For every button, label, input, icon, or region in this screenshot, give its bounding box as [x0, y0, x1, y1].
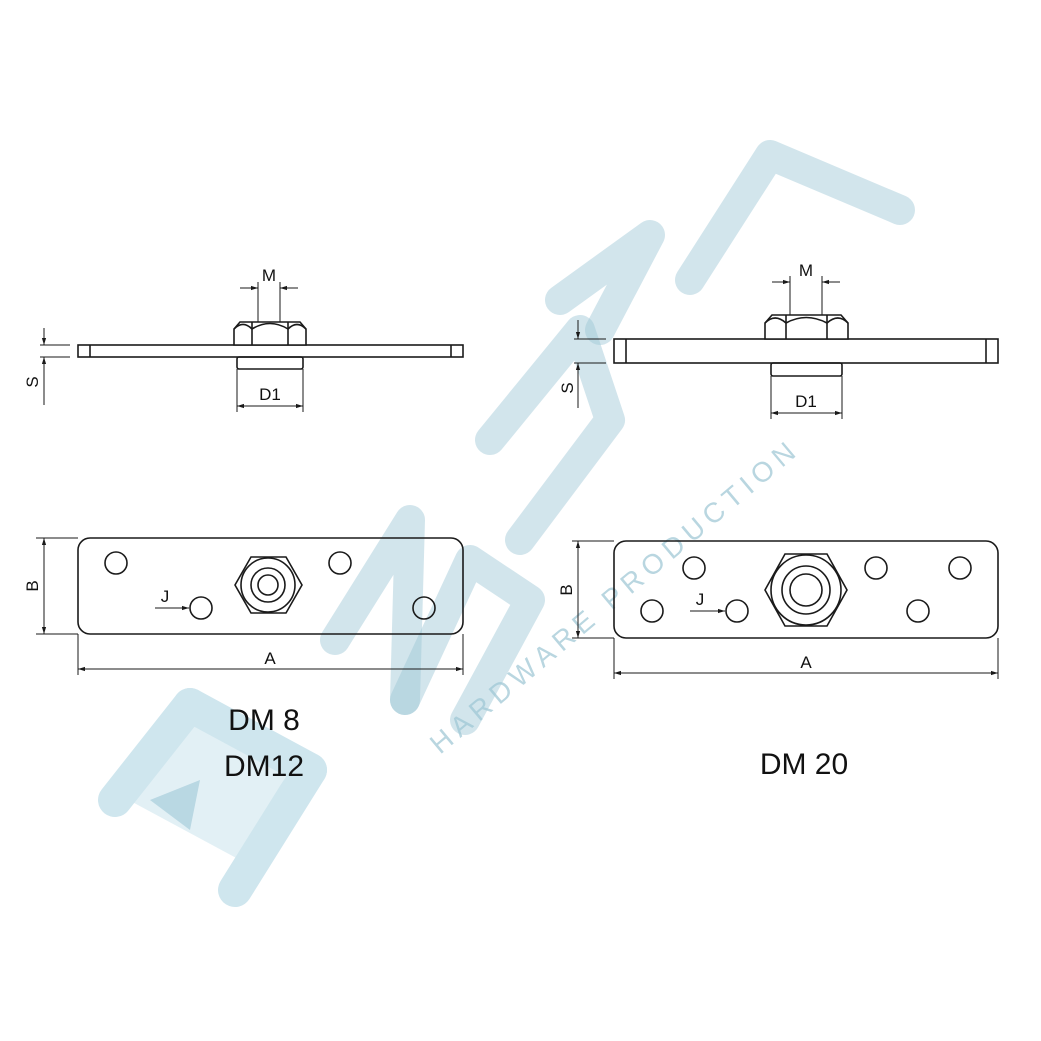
right-plate-top — [613, 540, 999, 639]
right-nut-top — [764, 553, 848, 627]
model-label: DM 20 — [760, 748, 848, 781]
right-top-view — [613, 540, 999, 639]
left-dim-a: A — [77, 634, 464, 675]
watermark-letters — [320, 140, 915, 735]
right-label-m: M — [799, 261, 813, 280]
right-dim-d1: D1 — [770, 376, 843, 419]
right-hole — [725, 599, 749, 623]
right-hole — [948, 556, 972, 580]
left-plate-side — [77, 344, 464, 358]
left-label-m: M — [262, 266, 276, 285]
right-plate-side — [613, 338, 999, 364]
left-nut-ring — [250, 567, 286, 603]
right-bore — [789, 573, 823, 607]
right-hole — [682, 556, 706, 580]
left-label-s: S — [23, 376, 42, 387]
left-nut-top — [234, 556, 303, 614]
left-dim-j: J — [155, 587, 189, 611]
left-boss-side — [236, 356, 304, 370]
left-dim-b: B — [23, 537, 78, 635]
right-label-j: J — [696, 590, 705, 609]
model-label: DM 8 — [228, 704, 300, 737]
model-label: DM12 — [224, 750, 304, 783]
right-boss-side — [770, 362, 843, 377]
left-plate-top — [77, 537, 464, 635]
left-label-j: J — [161, 587, 170, 606]
left-label-a: A — [264, 649, 276, 668]
right-dim-m: M — [772, 261, 840, 315]
left-hole — [104, 551, 128, 575]
left-side-view — [77, 321, 464, 370]
right-label-s: S — [558, 382, 577, 393]
left-hole — [412, 596, 436, 620]
left-hole — [189, 596, 213, 620]
right-nut-ring — [781, 565, 831, 615]
right-dim-s: S — [558, 320, 606, 408]
left-label-b: B — [23, 580, 42, 591]
right-label-d1: D1 — [795, 392, 817, 411]
left-dim-d1: D1 — [236, 369, 304, 412]
left-hole — [328, 551, 352, 575]
left-dim-s: S — [23, 328, 70, 405]
right-label-b: B — [557, 584, 576, 595]
left-top-view — [77, 537, 464, 635]
left-label-d1: D1 — [259, 385, 281, 404]
left-nut-ring — [240, 557, 296, 613]
right-side-view — [613, 314, 999, 377]
right-hole — [864, 556, 888, 580]
watermark-logo-mark — [98, 688, 327, 907]
left-drawing: M D1 S — [23, 266, 464, 783]
right-dim-j: J — [690, 590, 725, 614]
right-dim-a: A — [613, 638, 999, 679]
right-hole — [906, 599, 930, 623]
right-nut-ring — [770, 554, 842, 626]
right-dim-b: B — [557, 540, 614, 639]
right-hole — [640, 599, 664, 623]
left-bore — [257, 574, 279, 596]
right-label-a: A — [800, 653, 812, 672]
right-drawing: M D1 S — [557, 261, 999, 781]
left-dim-m: M — [240, 266, 298, 322]
